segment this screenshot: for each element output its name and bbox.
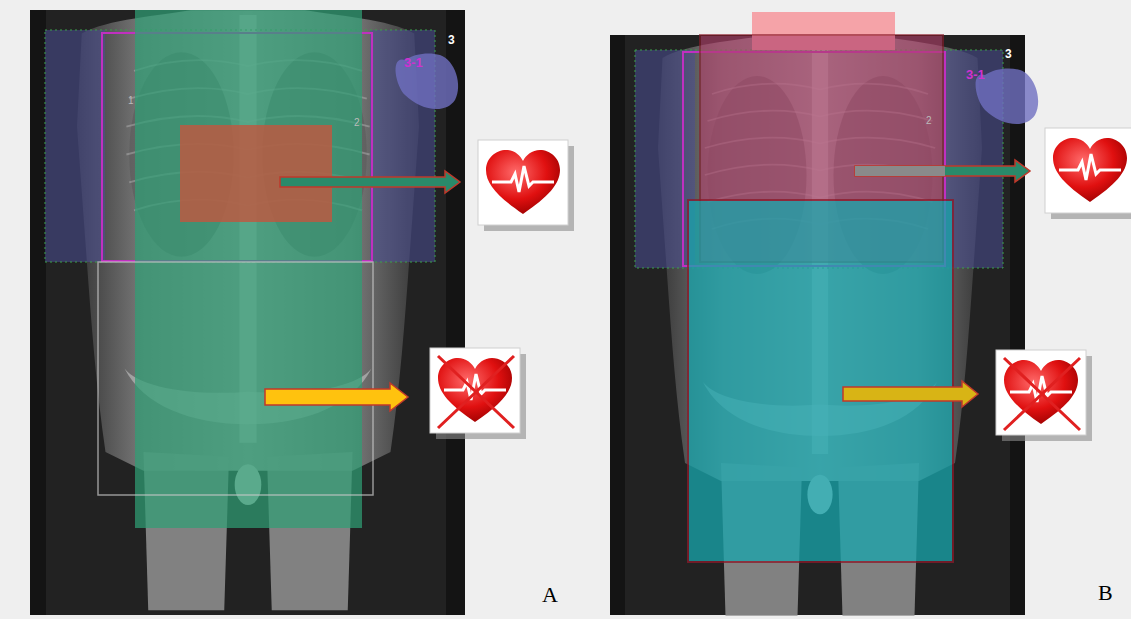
panel-a — [30, 10, 574, 615]
panel-letter: B — [1098, 582, 1113, 604]
callout-number: 3-1 — [404, 56, 423, 69]
callout-number: 3-1 — [966, 68, 985, 81]
callout-number: 3 — [1005, 48, 1012, 60]
panel-b — [610, 12, 1131, 616]
callout-number: 3 — [448, 34, 455, 46]
panel-letter: A — [542, 584, 558, 606]
callout-number: 1 — [128, 96, 134, 106]
callout-number: 2 — [354, 118, 360, 128]
callout-number: 2 — [926, 116, 932, 126]
